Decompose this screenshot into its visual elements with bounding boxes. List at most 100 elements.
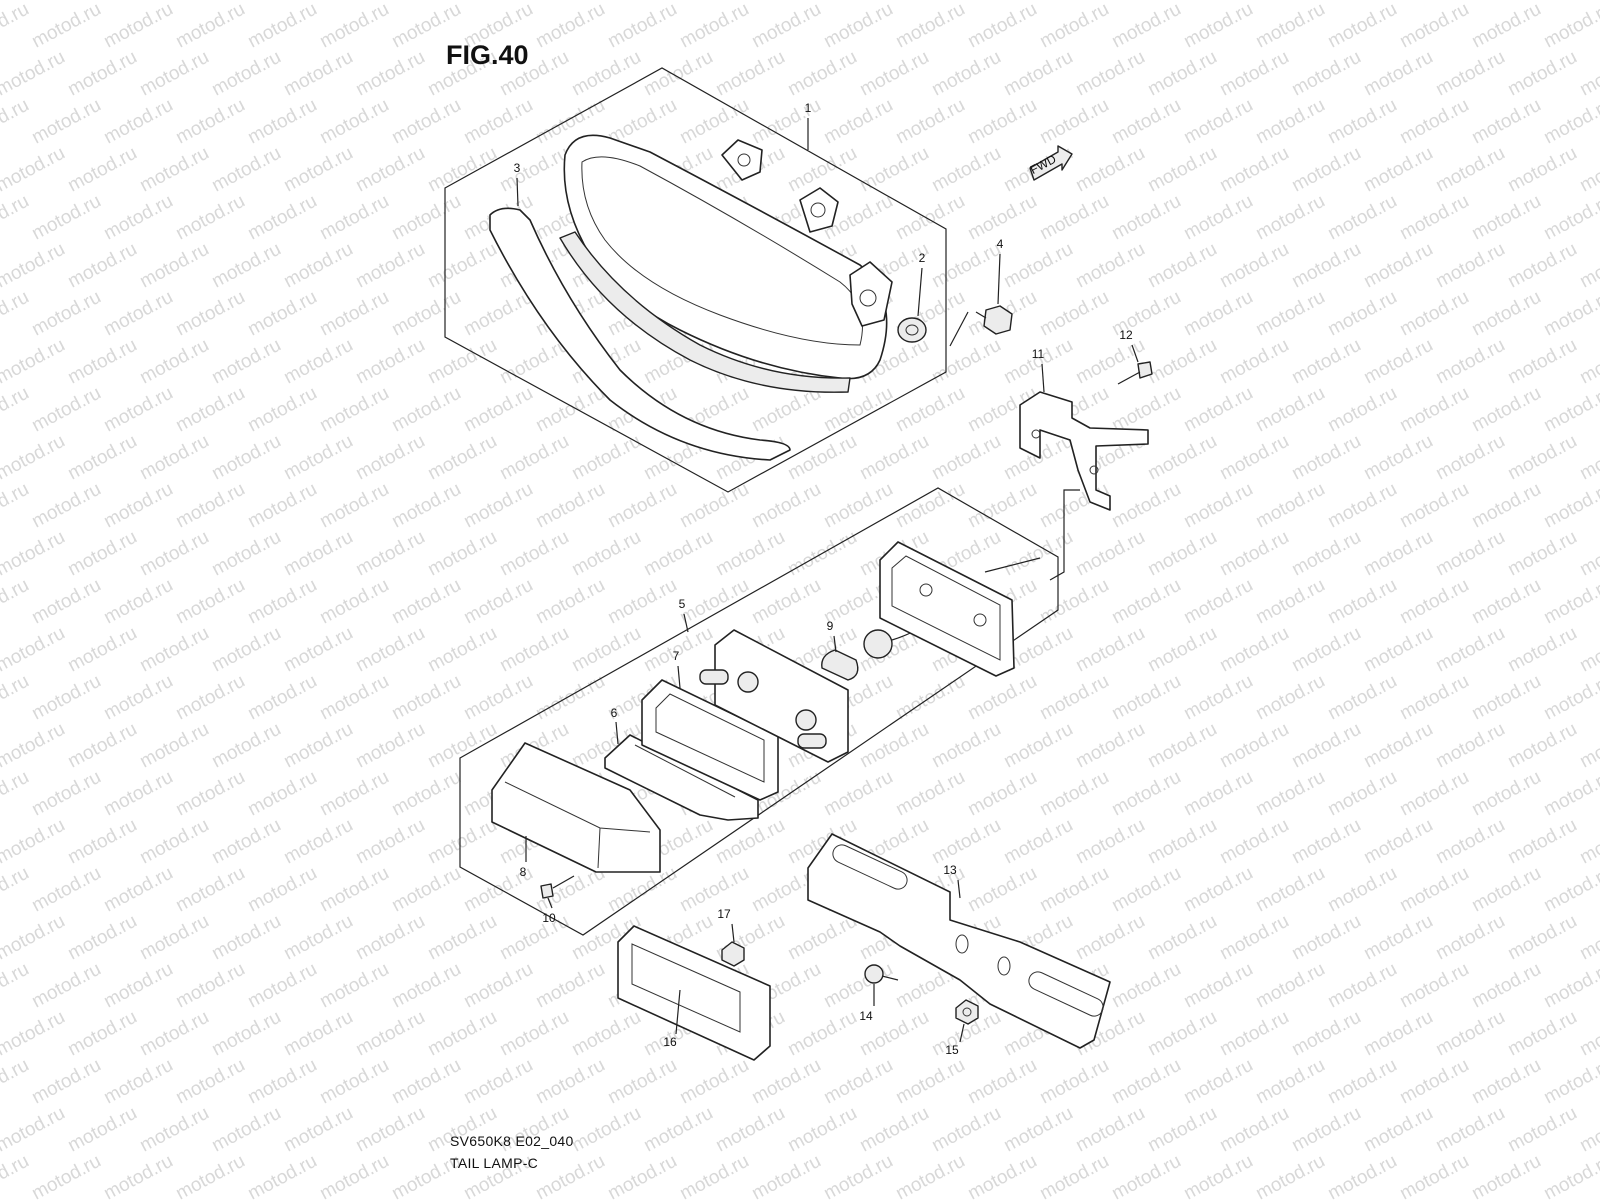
watermark-text: motod.ru bbox=[1180, 959, 1256, 1013]
bracket-hole-1 bbox=[955, 934, 969, 954]
watermark-text: motod.ru bbox=[172, 95, 248, 149]
watermark-text: motod.ru bbox=[964, 671, 1040, 725]
watermark-text: motod.ru bbox=[1216, 623, 1292, 677]
watermark-text: motod.ru bbox=[0, 767, 33, 821]
watermark-text: motod.ru bbox=[1576, 527, 1600, 581]
watermark-text: motod.ru bbox=[352, 335, 428, 389]
watermark-text: motod.ru bbox=[280, 143, 356, 197]
watermark-text: motod.ru bbox=[0, 0, 69, 4]
watermark-text: motod.ru bbox=[208, 719, 284, 773]
watermark-text: motod.ru bbox=[1576, 335, 1600, 389]
watermark-text: motod.ru bbox=[460, 959, 536, 1013]
bolt-guide-line bbox=[949, 311, 969, 347]
watermark-text: motod.ru bbox=[208, 431, 284, 485]
watermark-text: motod.ru bbox=[424, 1007, 500, 1061]
watermark-text: motod.ru bbox=[172, 671, 248, 725]
watermark-text: motod.ru bbox=[964, 0, 1040, 52]
watermark-text: motod.ru bbox=[244, 287, 320, 341]
watermark-text: motod.ru bbox=[892, 479, 968, 533]
watermark-text: motod.ru bbox=[1360, 911, 1436, 965]
callout-number-3: 3 bbox=[514, 161, 521, 175]
tail-lamp-mount-tab-lower bbox=[849, 261, 893, 327]
bracket-slot-upper bbox=[832, 844, 908, 890]
watermark-text: motod.ru bbox=[172, 479, 248, 533]
bracket-slot-lower bbox=[1028, 971, 1104, 1017]
screw-14-shank bbox=[881, 975, 899, 981]
watermark-text: motod.ru bbox=[316, 383, 392, 437]
watermark-text: motod.ru bbox=[244, 95, 320, 149]
watermark-text: motod.ru bbox=[568, 623, 644, 677]
watermark-text: motod.ru bbox=[100, 1055, 176, 1109]
watermark-text: motod.ru bbox=[1288, 0, 1364, 4]
watermark-text: motod.ru bbox=[1504, 815, 1580, 869]
watermark-text: motod.ru bbox=[28, 383, 104, 437]
watermark-text: motod.ru bbox=[244, 0, 320, 52]
watermark-text: motod.ru bbox=[1252, 575, 1328, 629]
watermark-text: motod.ru bbox=[280, 1007, 356, 1061]
watermark-text: motod.ru bbox=[1576, 623, 1600, 677]
watermark-text: motod.ru bbox=[928, 1103, 1004, 1157]
watermark-text: motod.ru bbox=[1432, 335, 1508, 389]
watermark-text: motod.ru bbox=[604, 575, 680, 629]
watermark-text: motod.ru bbox=[1324, 767, 1400, 821]
watermark-text: motod.ru bbox=[712, 47, 788, 101]
watermark-text: motod.ru bbox=[712, 527, 788, 581]
watermark-text: motod.ru bbox=[1396, 0, 1472, 52]
callout-number-15: 15 bbox=[945, 1043, 959, 1057]
watermark-text: motod.ru bbox=[208, 1007, 284, 1061]
watermark-text: motod.ru bbox=[1180, 383, 1256, 437]
tail-lamp-mount-tab-mid bbox=[799, 187, 839, 233]
watermark-text: motod.ru bbox=[316, 191, 392, 245]
watermark-text: motod.ru bbox=[1360, 335, 1436, 389]
watermark-text: motod.ru bbox=[1396, 1151, 1472, 1200]
watermark-text: motod.ru bbox=[784, 1007, 860, 1061]
watermark-text: motod.ru bbox=[1108, 95, 1184, 149]
watermark-text: motod.ru bbox=[0, 863, 33, 917]
callout-number-5: 5 bbox=[679, 597, 686, 611]
watermark-text: motod.ru bbox=[1360, 0, 1436, 4]
watermark-text: motod.ru bbox=[1324, 383, 1400, 437]
watermark-text: motod.ru bbox=[1288, 143, 1364, 197]
watermark-text: motod.ru bbox=[820, 959, 896, 1013]
watermark-text: motod.ru bbox=[676, 95, 752, 149]
watermark-text: motod.ru bbox=[0, 1103, 69, 1157]
watermark-text: motod.ru bbox=[1216, 911, 1292, 965]
watermark-text: motod.ru bbox=[136, 335, 212, 389]
watermark-text: motod.ru bbox=[1036, 1055, 1112, 1109]
watermark-text: motod.ru bbox=[136, 143, 212, 197]
watermark-text: motod.ru bbox=[1144, 431, 1220, 485]
watermark-text: motod.ru bbox=[856, 47, 932, 101]
watermark-text: motod.ru bbox=[1468, 95, 1544, 149]
watermark-text: motod.ru bbox=[1288, 719, 1364, 773]
watermark-text: motod.ru bbox=[532, 959, 608, 1013]
watermark-text: motod.ru bbox=[1432, 1103, 1508, 1157]
license-lamp-lens-part bbox=[491, 742, 661, 873]
watermark-text: motod.ru bbox=[100, 0, 176, 52]
watermark-text: motod.ru bbox=[208, 335, 284, 389]
watermark-text: motod.ru bbox=[1432, 1007, 1508, 1061]
watermark-text: motod.ru bbox=[1180, 479, 1256, 533]
tail-lamp-lens-contour bbox=[581, 156, 863, 346]
watermark-text: motod.ru bbox=[820, 95, 896, 149]
tab-hole-lower bbox=[859, 289, 877, 307]
watermark-text: motod.ru bbox=[1540, 191, 1600, 245]
watermark-text: motod.ru bbox=[1036, 287, 1112, 341]
watermark-text: motod.ru bbox=[244, 1055, 320, 1109]
group-outline-license-lamp bbox=[459, 487, 1059, 936]
watermark-text: motod.ru bbox=[1504, 1103, 1580, 1157]
watermark-text: motod.ru bbox=[856, 0, 932, 4]
watermark-text: motod.ru bbox=[1216, 719, 1292, 773]
watermark-text: motod.ru bbox=[244, 383, 320, 437]
watermark-text: motod.ru bbox=[280, 239, 356, 293]
watermark-text: motod.ru bbox=[496, 431, 572, 485]
watermark-text: motod.ru bbox=[388, 767, 464, 821]
watermark-text: motod.ru bbox=[0, 959, 33, 1013]
watermark-text: motod.ru bbox=[1252, 479, 1328, 533]
housing-inner bbox=[891, 555, 1001, 661]
grommet-hole bbox=[905, 324, 919, 336]
watermark-text: motod.ru bbox=[0, 671, 33, 725]
watermark-text: motod.ru bbox=[964, 1055, 1040, 1109]
watermark-text: motod.ru bbox=[1468, 479, 1544, 533]
watermark-text: motod.ru bbox=[1000, 0, 1076, 4]
